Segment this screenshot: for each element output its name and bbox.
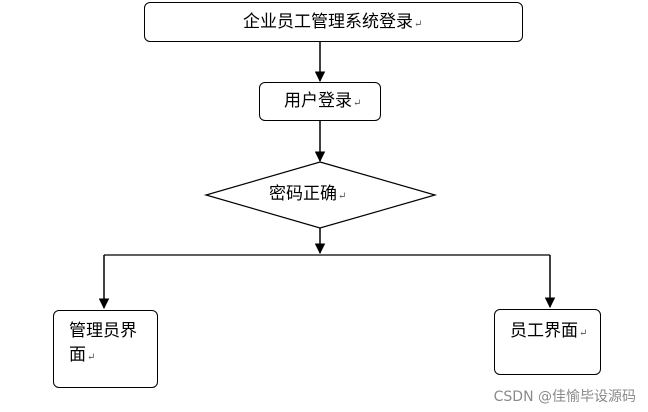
decision-node-text: 密码正确 (269, 184, 337, 204)
admin-node (53, 310, 158, 388)
paragraph-mark-icon: ↵ (353, 98, 362, 109)
login-node-label: 用户登录↵ (284, 90, 361, 115)
watermark: CSDN @佳愉毕设源码 (493, 389, 636, 405)
start-node (144, 2, 523, 42)
start-node-text: 企业员工管理系统登录 (243, 12, 413, 32)
admin-node-text-line2: 面 (69, 345, 86, 365)
admin-node-label-line1: 管理员界 (69, 321, 137, 341)
login-node-text: 用户登录 (284, 91, 352, 111)
employee-node-label: 员工界面↵ (510, 320, 587, 345)
login-node (259, 82, 381, 121)
paragraph-mark-icon: ↵ (87, 352, 96, 363)
employee-node (494, 309, 601, 375)
decision-node-label: 密码正确↵ (269, 183, 346, 208)
paragraph-mark-icon: ↵ (579, 328, 588, 339)
paragraph-mark-icon: ↵ (338, 191, 347, 202)
paragraph-mark-icon: ↵ (414, 19, 423, 30)
employee-node-text: 员工界面 (510, 321, 578, 341)
start-node-label: 企业员工管理系统登录↵ (243, 11, 422, 36)
admin-node-label-line2: 面↵ (69, 344, 95, 369)
